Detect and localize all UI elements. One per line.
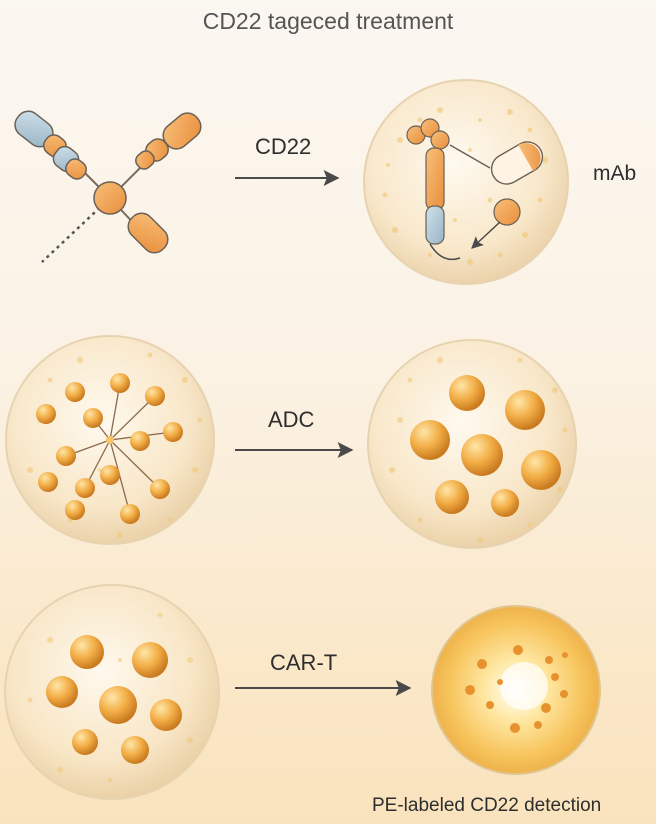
adc-left-cell <box>5 335 215 545</box>
mab-label: mAb <box>593 162 637 185</box>
step-label-cd22: CD22 <box>255 134 312 159</box>
car-t-left-cell <box>4 584 220 800</box>
mab-cell <box>363 79 569 285</box>
step-label-adc: ADC <box>268 407 315 432</box>
footer-caption: PE-labeled CD22 detection <box>372 795 602 816</box>
detection-cell <box>431 605 601 775</box>
page-title: CD22 tageced treatment <box>202 8 454 34</box>
adc-right-cell <box>367 339 577 549</box>
cd22-antigen-structure <box>14 110 202 263</box>
step-label-car-t: CAR-T <box>270 650 338 675</box>
